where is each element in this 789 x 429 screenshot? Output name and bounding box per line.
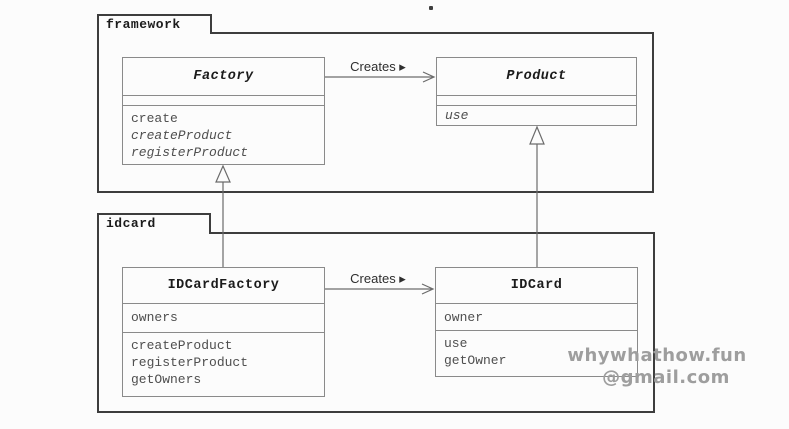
method-createproduct: createProduct: [131, 128, 233, 143]
class-idcardfactory: IDCardFactory owners createProduct regis…: [122, 267, 325, 397]
class-product-attributes-empty: [437, 96, 636, 106]
package-body-framework: [97, 32, 654, 193]
method-registerproduct: registerProduct: [131, 145, 249, 160]
method-registerproduct: registerProduct: [131, 355, 249, 370]
attribute-owner: owner: [444, 310, 484, 325]
package-label-idcard: idcard: [106, 216, 156, 231]
ink-speck: [429, 6, 433, 10]
package-body-idcard: [97, 232, 655, 413]
class-idcard-name: IDCard: [436, 268, 637, 304]
method-create: create: [131, 111, 178, 126]
package-tab-idcard: idcard: [97, 213, 211, 234]
class-idcardfactory-attributes: owners: [123, 304, 324, 333]
class-product-methods: use: [437, 106, 636, 125]
class-idcard: IDCard owner use getOwner: [435, 267, 638, 377]
class-factory-name: Factory: [123, 58, 324, 96]
class-idcardfactory-name: IDCardFactory: [123, 268, 324, 304]
watermark-line2: @gmail.com: [602, 367, 730, 388]
method-createproduct: createProduct: [131, 338, 233, 353]
class-idcard-methods: use getOwner: [436, 331, 637, 376]
class-factory-attributes-empty: [123, 96, 324, 106]
class-product: Product use: [436, 57, 637, 126]
class-factory: Factory create createProduct registerPro…: [122, 57, 325, 165]
attribute-owners: owners: [131, 310, 178, 325]
method-use: use: [444, 336, 468, 351]
method-getowner: getOwner: [444, 353, 507, 368]
class-idcardfactory-methods: createProduct registerProduct getOwners: [123, 333, 324, 396]
watermark: whywhathow.fun @gmail.com: [552, 345, 762, 389]
watermark-line1: whywhathow.fun: [567, 345, 747, 366]
package-label-framework: framework: [106, 17, 181, 32]
method-getowners: getOwners: [131, 372, 202, 387]
class-idcard-attributes: owner: [436, 304, 637, 331]
class-product-name: Product: [437, 58, 636, 96]
class-factory-methods: create createProduct registerProduct: [123, 106, 324, 164]
method-use: use: [445, 108, 469, 123]
association-label-factory-product: Creates ▸: [350, 59, 406, 74]
association-label-idcardfactory-idcard: Creates ▸: [350, 271, 406, 286]
package-tab-framework: framework: [97, 14, 212, 34]
